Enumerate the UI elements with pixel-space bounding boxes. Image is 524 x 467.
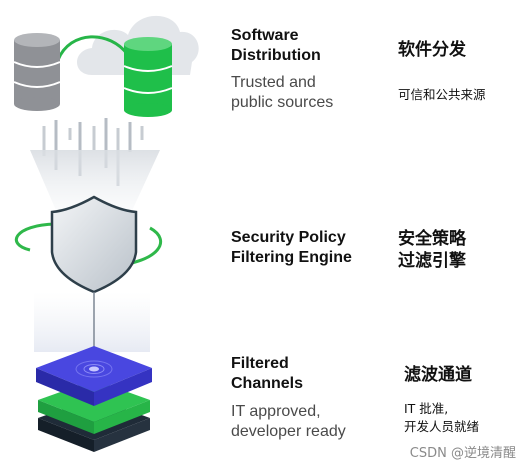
subtitle-line: public sources	[231, 94, 334, 111]
green-database-icon	[123, 37, 173, 117]
title-line: Distribution	[231, 47, 321, 64]
security-policy-title: Security Policy Filtering Engine	[231, 228, 352, 268]
subtitle-line: IT approved,	[231, 403, 321, 420]
zh-title-line: 安全策略	[398, 229, 466, 249]
software-distribution-zh-subtitle: 可信和公共来源	[398, 87, 486, 102]
filtered-channels-zh-title: 滤波通道	[404, 365, 472, 385]
title-line: Software	[231, 27, 299, 44]
connector-line	[56, 35, 130, 61]
software-distribution-title: Software Distribution	[231, 26, 321, 66]
software-distribution-subtitle: Trusted and public sources	[231, 73, 333, 113]
filter-funnel	[30, 150, 160, 215]
shield-icon	[50, 195, 138, 294]
zh-title-line: 过滤引擎	[398, 251, 466, 271]
title-line: Security Policy	[231, 229, 346, 246]
title-line: Channels	[231, 375, 304, 392]
beam	[34, 292, 150, 352]
filtered-channels-zh-subtitle: IT 批准, 开发人员就绪	[404, 400, 479, 436]
subtitle-line: Trusted and	[231, 74, 316, 91]
gray-database-icon	[13, 33, 61, 111]
filtered-channels-subtitle: IT approved, developer ready	[231, 402, 346, 442]
security-policy-zh-title: 安全策略 过滤引擎	[398, 228, 466, 272]
subtitle-line: developer ready	[231, 423, 346, 440]
zh-subtitle-line: 开发人员就绪	[404, 419, 480, 434]
software-distribution-zh-title: 软件分发	[398, 40, 466, 60]
title-line: Filtering Engine	[231, 249, 352, 266]
watermark: CSDN @逆境清醒	[409, 446, 516, 461]
channel-layers-icon	[36, 346, 152, 452]
zh-subtitle-line: IT 批准,	[404, 401, 449, 416]
filtered-channels-title: Filtered Channels	[231, 354, 303, 394]
title-line: Filtered	[231, 355, 289, 372]
